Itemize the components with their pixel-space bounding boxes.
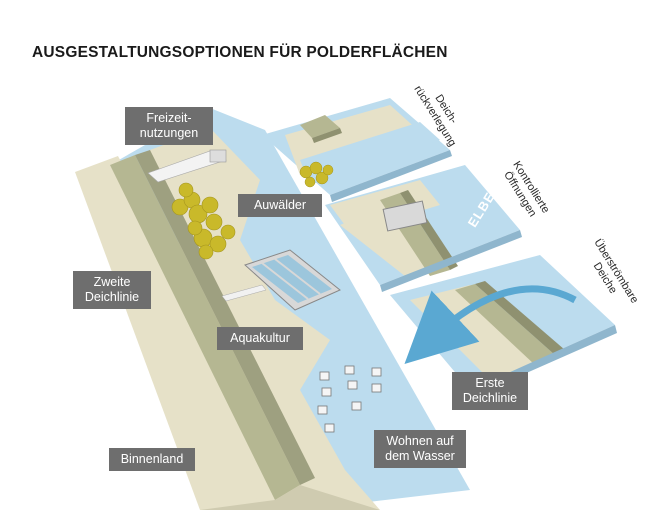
label-zweite-deichlinie: Zweite Deichlinie: [73, 271, 151, 309]
label-wohnen-auf-dem-wasser: Wohnen auf dem Wasser: [374, 430, 466, 468]
label-binnenland-text: Binnenland: [120, 452, 184, 466]
second-dike: [110, 155, 300, 500]
panel-deichrueckverlegung: [262, 98, 452, 202]
main-polder-panel: [75, 108, 470, 510]
label-erste-deichlinie: Erste Deichlinie: [452, 372, 528, 410]
leisure-building: [209, 149, 227, 163]
label-aquakultur: Aquakultur: [217, 327, 303, 350]
label-aquakultur-text: Aquakultur: [230, 331, 290, 345]
page-title: AUSGESTALTUNGSOPTIONEN FÜR POLDERFLÄCHEN: [32, 44, 448, 61]
panel-kontrollierte-oeffnungen: [325, 165, 522, 292]
label-wohnen-text: Wohnen auf dem Wasser: [385, 434, 455, 463]
overflow-arrow: [404, 285, 577, 364]
aquaculture-jetty: [221, 284, 267, 302]
label-auwaelder-text: Auwälder: [253, 198, 307, 212]
label-zweite-text: Zweite Deichlinie: [84, 275, 140, 304]
second-dike-shade: [135, 150, 315, 485]
main-front-edge: [200, 485, 380, 510]
label-binnenland: Binnenland: [109, 448, 195, 471]
floodplain-forest: [171, 182, 236, 260]
floating-houses: [317, 365, 382, 433]
aquaculture-pond-inner: [252, 255, 332, 303]
label-freizeit-text: Freizeit- nutzungen: [139, 111, 199, 140]
label-erste-text: Erste Deichlinie: [462, 376, 518, 405]
label-auwaelder: Auwälder: [238, 194, 322, 217]
label-freizeitnutzungen: Freizeit- nutzungen: [125, 107, 213, 145]
